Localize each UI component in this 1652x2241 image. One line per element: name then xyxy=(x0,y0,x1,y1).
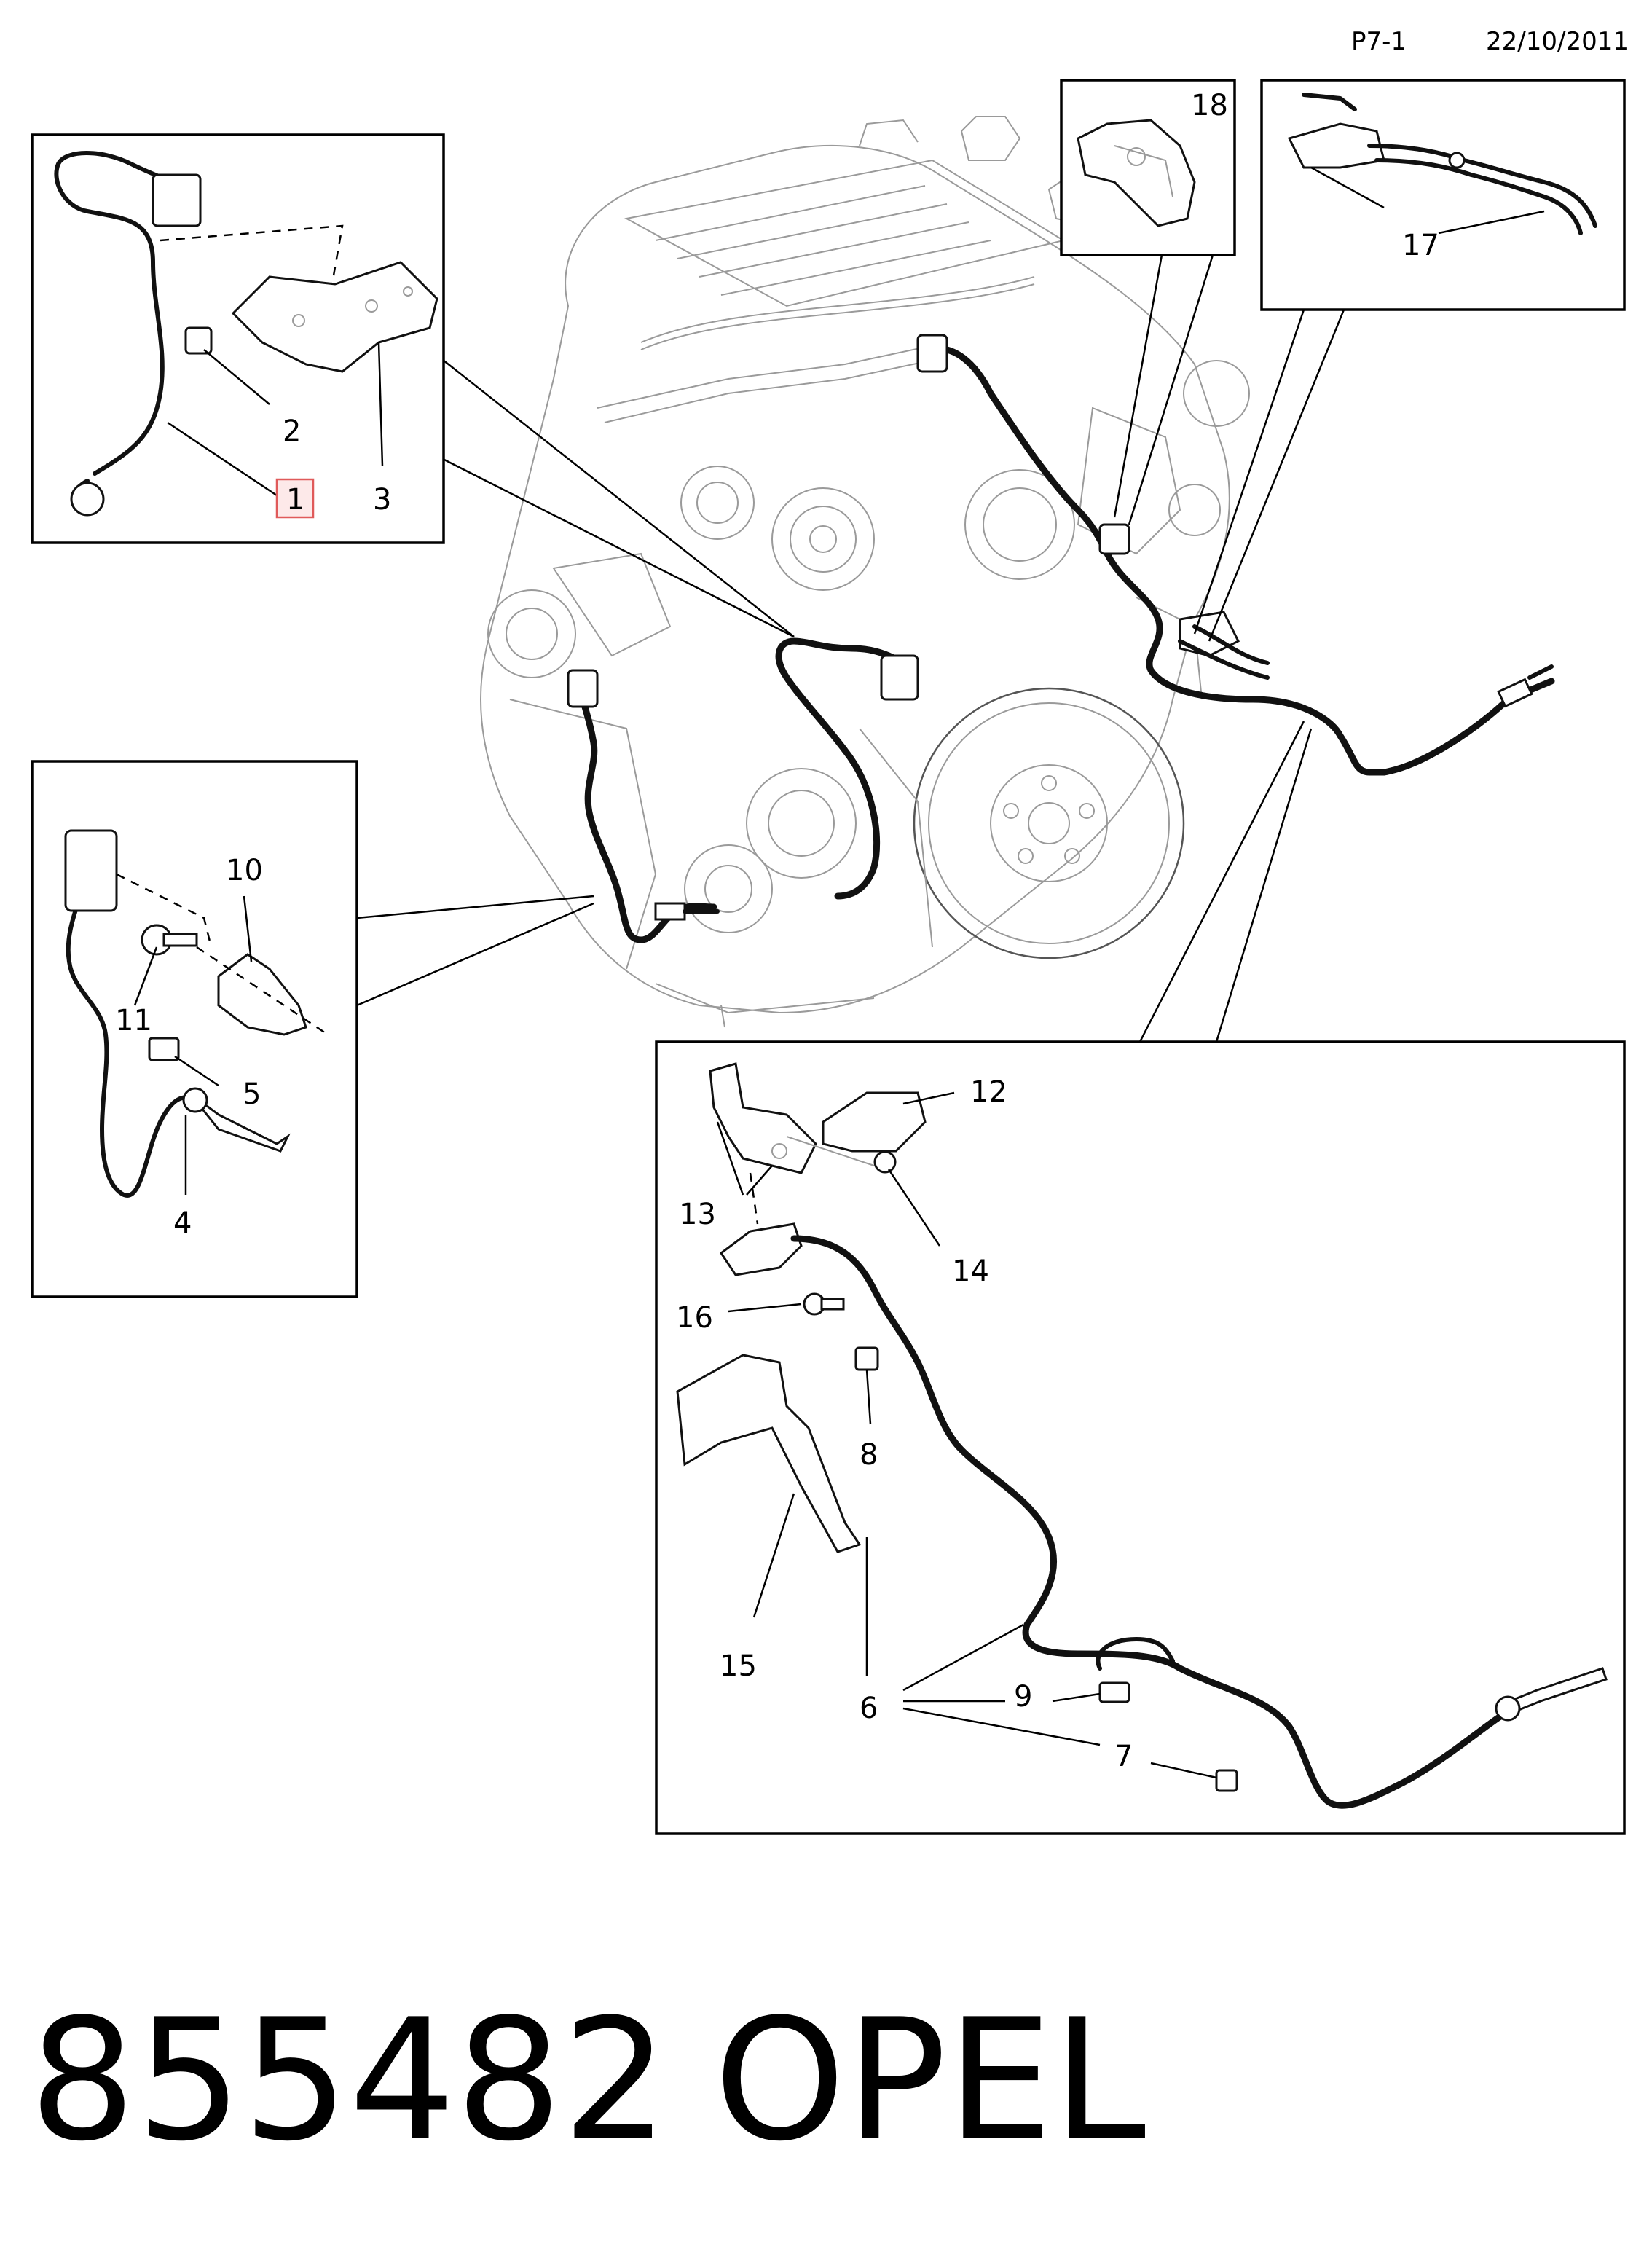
box-link-line xyxy=(1215,728,1313,1043)
detail-box-18: 18 xyxy=(1060,79,1236,525)
engine-sensor-left-icon xyxy=(567,669,599,708)
brand-name: OPEL xyxy=(714,1984,1146,2178)
box-link-line xyxy=(1113,254,1163,518)
callout-highlight-box xyxy=(275,478,315,519)
callout-5[interactable]: 5 xyxy=(243,1078,261,1111)
callout-7[interactable]: 7 xyxy=(1114,1740,1133,1773)
harness-connector-icon xyxy=(719,1222,803,1276)
clip-icon xyxy=(1098,1681,1130,1703)
box-link-line xyxy=(1193,309,1305,635)
callout-4[interactable]: 4 xyxy=(173,1206,192,1240)
box-link-line xyxy=(442,359,795,637)
detail-box-17: 17 xyxy=(1193,79,1626,642)
callout-12[interactable]: 12 xyxy=(970,1075,1007,1109)
callout-11[interactable]: 11 xyxy=(115,1004,152,1037)
clip-icon xyxy=(1215,1769,1238,1792)
callout-13[interactable]: 13 xyxy=(679,1198,716,1231)
clip-icon xyxy=(184,326,213,355)
callout-18[interactable]: 18 xyxy=(1191,89,1228,122)
part-number: 855482 xyxy=(29,1984,669,2178)
box-link-line xyxy=(1128,254,1214,525)
callout-6[interactable]: 6 xyxy=(860,1692,878,1725)
callout-17[interactable]: 17 xyxy=(1402,229,1439,262)
engine-sensor-upper-icon xyxy=(916,334,948,373)
sensor-bracket-icon xyxy=(709,1062,817,1174)
mounting-bracket-icon xyxy=(676,1354,862,1553)
detail-box-frame xyxy=(655,1040,1626,1835)
callout-15[interactable]: 15 xyxy=(720,1649,757,1683)
detail-box-lower-right: 12 13 14 16 8 15 6 9 7 xyxy=(655,721,1626,1835)
page-ref: P7-1 xyxy=(1351,27,1407,56)
bracket-icon xyxy=(231,261,438,373)
box-link-line xyxy=(356,895,594,919)
engine-sensor-mid-icon xyxy=(880,654,919,701)
sensor-bracket-icon xyxy=(217,953,307,1036)
connector-housing-icon xyxy=(1077,119,1196,227)
callout-14[interactable]: 14 xyxy=(952,1255,989,1288)
detail-box-left: 10 11 5 4 xyxy=(31,760,594,1298)
sensor-module-icon xyxy=(822,1091,927,1153)
sensor-connector-icon xyxy=(64,829,118,912)
callout-16[interactable]: 16 xyxy=(676,1301,713,1335)
engine-assembly-illustration xyxy=(480,116,1555,1028)
engine-connector-icon xyxy=(1098,523,1130,555)
diagram-date: 22/10/2011 xyxy=(1486,27,1629,56)
detail-box-top-left: 1 2 3 xyxy=(31,133,795,638)
box-link-line xyxy=(1208,309,1345,642)
sensor-probe-icon xyxy=(70,482,105,517)
clip-icon xyxy=(148,1037,180,1061)
sensor-connector-icon xyxy=(152,173,202,227)
box-link-line xyxy=(356,902,594,1007)
box-link-line xyxy=(1138,721,1305,1043)
detail-box-frame xyxy=(1260,79,1626,311)
callout-8[interactable]: 8 xyxy=(860,1438,878,1472)
box-link-line xyxy=(442,458,795,638)
clip-icon xyxy=(854,1346,879,1371)
callout-9[interactable]: 9 xyxy=(1014,1680,1032,1714)
callout-2[interactable]: 2 xyxy=(283,415,301,448)
temperature-probe-icon xyxy=(188,1091,291,1153)
callout-3[interactable]: 3 xyxy=(373,483,391,517)
callout-1[interactable]: 1 xyxy=(286,483,304,517)
callout-10[interactable]: 10 xyxy=(226,854,263,887)
nut-icon xyxy=(873,1150,897,1174)
